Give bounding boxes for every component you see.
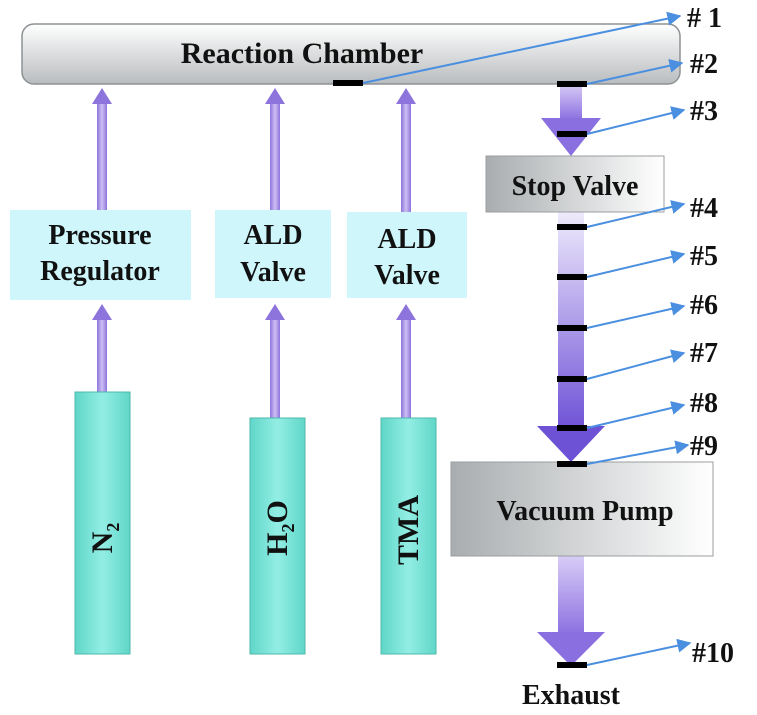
tick-4 [557, 224, 587, 230]
vacuum-pump-box: Vacuum Pump [450, 461, 714, 557]
ald-valve-h2o-box: ALD Valve [215, 210, 331, 298]
tick-7 [557, 376, 587, 382]
n2-label: N2 [86, 523, 123, 554]
measurement-labels: # 1 #2 #3 #4 #5 #6 #7 #8 #9 #10 [687, 3, 734, 669]
exhaust-label: Exhaust [522, 680, 621, 711]
h2o-label: H2O [261, 500, 298, 556]
leader-9 [586, 440, 690, 465]
measurement-ticks [333, 80, 587, 668]
leader-6 [586, 301, 686, 329]
inlet-arrow-tma-valve [396, 88, 416, 212]
leader-4 [586, 200, 686, 228]
ald-valve-tma-box: ALD Valve [347, 212, 467, 298]
vacuum-pump-label: Vacuum Pump [496, 496, 673, 527]
leader-8 [586, 401, 686, 429]
source-arrow-h2o [265, 304, 285, 420]
tma-label: TMA [392, 495, 425, 565]
marker-label-5: #5 [690, 241, 718, 272]
marker-label-2: #2 [690, 49, 718, 80]
leader-10 [586, 638, 692, 666]
stop-valve-label: Stop Valve [512, 171, 639, 202]
ald-valve-tma-line2: Valve [374, 260, 440, 291]
stop-valve-box: Stop Valve [485, 155, 665, 213]
ald-valve-h2o-line2: Valve [240, 257, 306, 288]
reaction-chamber-label: Reaction Chamber [181, 37, 423, 70]
chamber-to-valve-arrow [541, 84, 601, 156]
marker-label-7: #7 [690, 338, 718, 369]
tick-1 [333, 80, 363, 86]
h2o-cylinder: H2O [249, 417, 306, 655]
tick-9 [557, 461, 587, 467]
tick-8 [557, 425, 587, 431]
marker-label-10: #10 [692, 638, 734, 669]
tick-2 [557, 81, 587, 87]
inlet-arrow-pressure [92, 88, 112, 210]
leader-lines [362, 11, 692, 666]
leader-1 [362, 11, 682, 84]
ald-valve-h2o-line1: ALD [243, 220, 302, 251]
marker-label-1: # 1 [687, 3, 722, 34]
marker-label-6: #6 [690, 290, 718, 321]
pressure-regulator-line2: Regulator [40, 256, 160, 287]
leader-5 [586, 250, 686, 278]
tick-3 [557, 131, 587, 137]
tma-cylinder: TMA [380, 417, 437, 655]
marker-label-9: #9 [690, 431, 718, 462]
marker-label-3: #3 [690, 96, 718, 127]
leader-3 [586, 106, 686, 135]
tick-10 [557, 662, 587, 668]
pump-to-exhaust-arrow [537, 556, 605, 666]
leader-7 [586, 349, 686, 380]
source-arrow-tma [396, 304, 416, 420]
valve-to-pump-arrow [537, 212, 605, 462]
n2-cylinder: N2 [74, 391, 131, 655]
tick-5 [557, 274, 587, 280]
ald-valve-tma-line1: ALD [377, 224, 436, 255]
source-arrow-n2 [92, 304, 112, 394]
leader-2 [586, 58, 684, 85]
reaction-chamber: Reaction Chamber [21, 23, 681, 85]
marker-label-8: #8 [690, 388, 718, 419]
inlet-arrow-h2o-valve [265, 88, 285, 210]
marker-label-4: #4 [690, 193, 718, 224]
pressure-regulator-line1: Pressure [48, 220, 151, 251]
pressure-regulator-box: Pressure Regulator [10, 210, 191, 300]
tick-6 [557, 325, 587, 331]
